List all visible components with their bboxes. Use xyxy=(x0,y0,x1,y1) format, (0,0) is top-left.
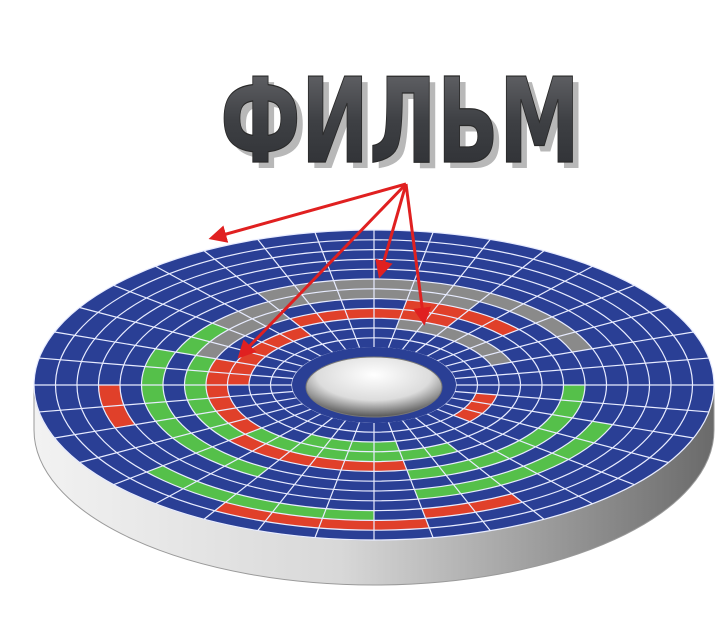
fragment-segment-gray xyxy=(395,319,512,366)
fragment-segment-green xyxy=(300,434,400,452)
sector-line xyxy=(314,421,361,538)
fragment-segment-red xyxy=(98,385,136,428)
sector-line xyxy=(257,419,347,532)
sector-line xyxy=(436,284,635,362)
arrow-line xyxy=(208,182,407,243)
sector-line xyxy=(155,265,322,357)
sector-line xyxy=(387,232,434,349)
fragment-segment-green xyxy=(184,355,246,441)
fragment-arrows xyxy=(208,182,432,359)
sector-line xyxy=(257,238,347,351)
spindle-hole xyxy=(292,347,456,423)
hole-inner xyxy=(305,356,443,418)
fragment-segment-gray xyxy=(212,288,480,330)
arrow-line xyxy=(237,182,408,359)
sector-line xyxy=(401,419,491,532)
sector-line xyxy=(203,250,334,354)
sector-line xyxy=(314,232,361,349)
fragment-segment-red xyxy=(453,393,498,422)
arrow-line xyxy=(375,183,408,279)
sector-line xyxy=(155,413,322,505)
sector-line xyxy=(426,413,593,505)
sector-line xyxy=(113,284,312,362)
fragment-segment-green xyxy=(406,385,585,480)
sector-line xyxy=(444,403,669,464)
sector-line xyxy=(39,390,294,413)
fragment-segment-green xyxy=(414,421,613,500)
disk-grid xyxy=(33,229,715,541)
sector-line xyxy=(444,306,669,367)
fragment-segment-red xyxy=(403,299,520,336)
sector-line xyxy=(203,416,334,520)
sector-line xyxy=(54,397,298,439)
fragment-segment-red xyxy=(214,502,430,531)
title: ФИЛЬМ xyxy=(220,52,580,190)
sector-line xyxy=(387,421,434,538)
sector-line xyxy=(401,238,491,351)
sector-line xyxy=(450,331,694,373)
fragment-segment-red xyxy=(228,434,407,472)
title-shadow: ФИЛЬМ xyxy=(226,58,586,196)
sector-line xyxy=(79,306,304,367)
sector-line xyxy=(436,408,635,486)
sector-line xyxy=(414,250,545,354)
sector-line xyxy=(450,397,694,439)
fragment-segment-red xyxy=(227,327,312,385)
sector-line xyxy=(454,390,709,413)
arrow-line xyxy=(404,183,432,326)
fragment-segment-red xyxy=(421,493,523,519)
sector-line xyxy=(426,265,593,357)
sector-line xyxy=(39,357,294,380)
sector-line xyxy=(54,331,298,373)
fragment-segment-green xyxy=(141,348,269,477)
sector-line xyxy=(454,357,709,380)
sector-line xyxy=(414,416,545,520)
sector-line xyxy=(79,403,304,464)
sector-line xyxy=(113,408,312,486)
